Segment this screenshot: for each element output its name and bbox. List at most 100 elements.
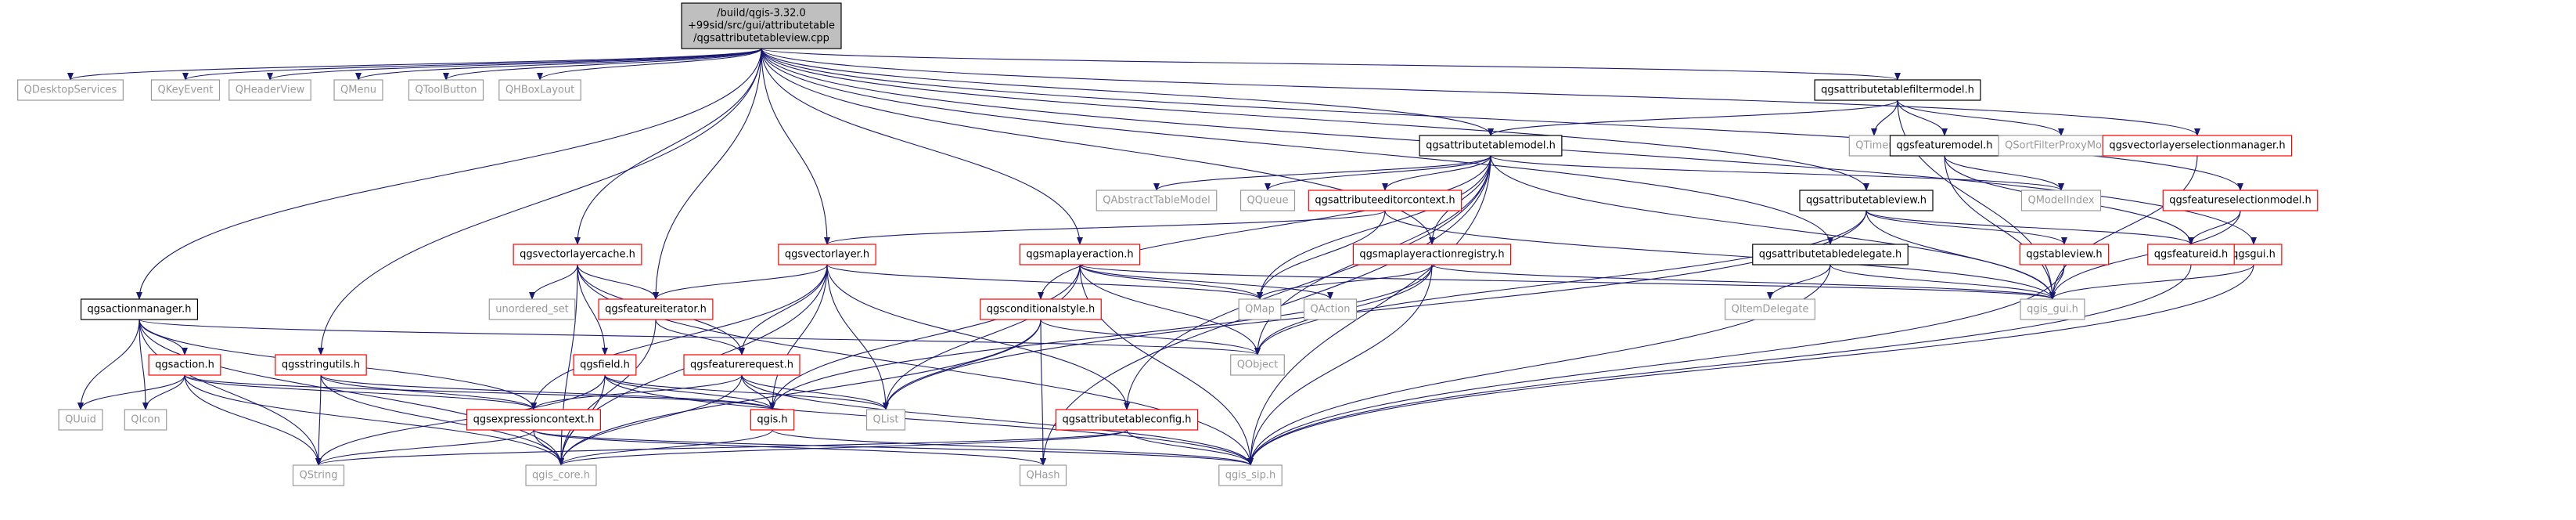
include-edge (769, 264, 828, 410)
include-edge (1384, 210, 2056, 300)
node-qgsvectorlayercache[interactable]: qgsvectorlayercache.h (513, 244, 642, 265)
node-box (1725, 298, 1815, 320)
node-label: qgsattributetableview.h (1806, 195, 1927, 207)
node-label: /qgsattributetableview.cpp (693, 33, 829, 45)
node-box (292, 464, 345, 486)
node-box (80, 298, 199, 320)
node-label: qgis_gui.h (2027, 304, 2078, 316)
node-qgsactionmanager[interactable]: qgsactionmanager.h (80, 298, 199, 320)
include-edge (184, 374, 564, 466)
include-edge (769, 264, 1081, 410)
node-qgstableview[interactable]: qgstableview.h (2019, 244, 2110, 265)
node-label: qgsvectorlayer.h (785, 249, 869, 261)
node-label: qgsmaplayeractionregistry.h (1359, 249, 1504, 261)
node-qgsfeaturerequest[interactable]: qgsfeaturerequest.h (683, 354, 801, 376)
node-qgsattributetableconfig[interactable]: qgsattributetableconfig.h (1055, 409, 1199, 431)
include-edge (1897, 99, 2064, 136)
include-edge (761, 48, 1083, 245)
node-label: /build/qgis-3.32.0 (717, 8, 806, 20)
node-qgsfield[interactable]: qgsfield.h (573, 354, 637, 376)
node-box (2162, 190, 2319, 211)
include-edge (184, 374, 322, 466)
node-qgsattributetablefiltermodel[interactable]: qgsattributetablefiltermodel.h (1814, 79, 1981, 101)
include-edge (315, 374, 606, 466)
node-label: QItemDelegate (1732, 304, 1809, 316)
include-edge (1126, 429, 1254, 466)
include-edge (558, 319, 657, 466)
node-box (513, 244, 642, 265)
include-edge (1153, 155, 1491, 191)
node-label: qgis.h (757, 414, 787, 426)
node-qgis[interactable]: qgis.h (750, 409, 795, 431)
node-qgsvectorlayer[interactable]: qgsvectorlayer.h (778, 244, 876, 265)
node-unordered-set: unordered_set (488, 298, 576, 320)
include-edge (1079, 264, 1333, 300)
node-box (2147, 244, 2235, 265)
include-edge (558, 429, 773, 466)
node-box (573, 354, 637, 376)
include-edge (558, 429, 1128, 466)
node-qgsconditionalstyle[interactable]: qgsconditionalstyle.h (980, 298, 1102, 320)
node-box (598, 298, 714, 320)
node-box (1752, 244, 1909, 265)
node-qaction: QAction (1303, 298, 1358, 320)
node-qhboxlayout: QHBoxLayout (498, 79, 581, 101)
node-qgsattributetablemodel[interactable]: qgsattributetablemodel.h (1419, 135, 1563, 157)
node-box (17, 79, 124, 101)
include-edge (604, 374, 775, 410)
include-edge (1829, 264, 2056, 300)
include-edge (315, 429, 1128, 466)
node-label: QMenu (340, 85, 376, 96)
include-edge (1247, 264, 2254, 466)
node-box (1055, 409, 1199, 431)
include-edge (136, 48, 762, 300)
include-edge (1247, 264, 1433, 466)
node-qgsaction[interactable]: qgsaction.h (148, 354, 221, 376)
node-qgsattributeeditorcontext[interactable]: qgsattributeeditorcontext.h (1308, 190, 1462, 211)
node-qgsmaplayeractionregistry[interactable]: qgsmaplayeractionregistry.h (1352, 244, 1512, 265)
node-label: QList (873, 414, 899, 426)
node-box (466, 409, 601, 431)
node-label: qgsaction.h (155, 359, 214, 371)
node-box (865, 409, 906, 431)
include-edge (769, 264, 1433, 410)
node-label: QUuid (65, 414, 96, 426)
node-qgsvectorlayerselectionmanager[interactable]: qgsvectorlayerselectionmanager.h (2102, 135, 2293, 157)
include-edge (184, 374, 537, 410)
include-edge (1040, 319, 1261, 356)
node-box (1308, 190, 1462, 211)
node-box (228, 79, 311, 101)
node-qgsfeatureselectionmodel[interactable]: qgsfeatureselectionmodel.h (2162, 190, 2319, 211)
node-qgsexpressioncontext[interactable]: qgsexpressioncontext.h (466, 409, 601, 431)
node-label: +99sid/src/gui/attributetable (688, 20, 835, 32)
include-edge (1865, 210, 2067, 245)
node-qgsfeatureiterator[interactable]: qgsfeatureiterator.h (598, 298, 714, 320)
include-edge (1254, 210, 1867, 356)
node-label: QAbstractTableModel (1103, 195, 1210, 207)
include-edge (1944, 155, 2056, 300)
node-qgis-core: qgis_core.h (525, 464, 597, 486)
node-box (275, 354, 367, 376)
node-qitemdelegate: QItemDelegate (1725, 298, 1815, 320)
include-edge (883, 319, 1042, 410)
node-label: qgis_sip.h (1225, 470, 1275, 482)
include-edge (1079, 264, 1263, 300)
node-qgsfeatureid[interactable]: qgsfeatureid.h (2147, 244, 2235, 265)
node-qgsattributetabledelegate[interactable]: qgsattributetabledelegate.h (1752, 244, 1909, 265)
node-qgsattributetableview[interactable]: qgsattributetableview.h (1799, 190, 1934, 211)
include-edge (320, 374, 775, 410)
node-qicon: QIcon (124, 409, 167, 431)
include-edge (67, 48, 762, 81)
node-qgsgui[interactable]: qgsgui.h (2225, 244, 2283, 265)
node-label: QQueue (1247, 195, 1289, 207)
node-qgsmaplayeraction[interactable]: qgsmaplayeraction.h (1019, 244, 1141, 265)
node-qheaderview: QHeaderView (228, 79, 311, 101)
include-edge (77, 374, 185, 410)
include-edge (761, 48, 1869, 191)
include-edge (761, 48, 2243, 191)
node-qgsstringutils[interactable]: qgsstringutils.h (275, 354, 367, 376)
node-qgsfeaturemodel[interactable]: qgsfeaturemodel.h (1889, 135, 2000, 157)
include-edge (139, 319, 564, 466)
node-label: qgsattributetableconfig.h (1062, 414, 1191, 426)
node-root[interactable]: /build/qgis-3.32.0+99sid/src/gui/attribu… (681, 2, 842, 49)
